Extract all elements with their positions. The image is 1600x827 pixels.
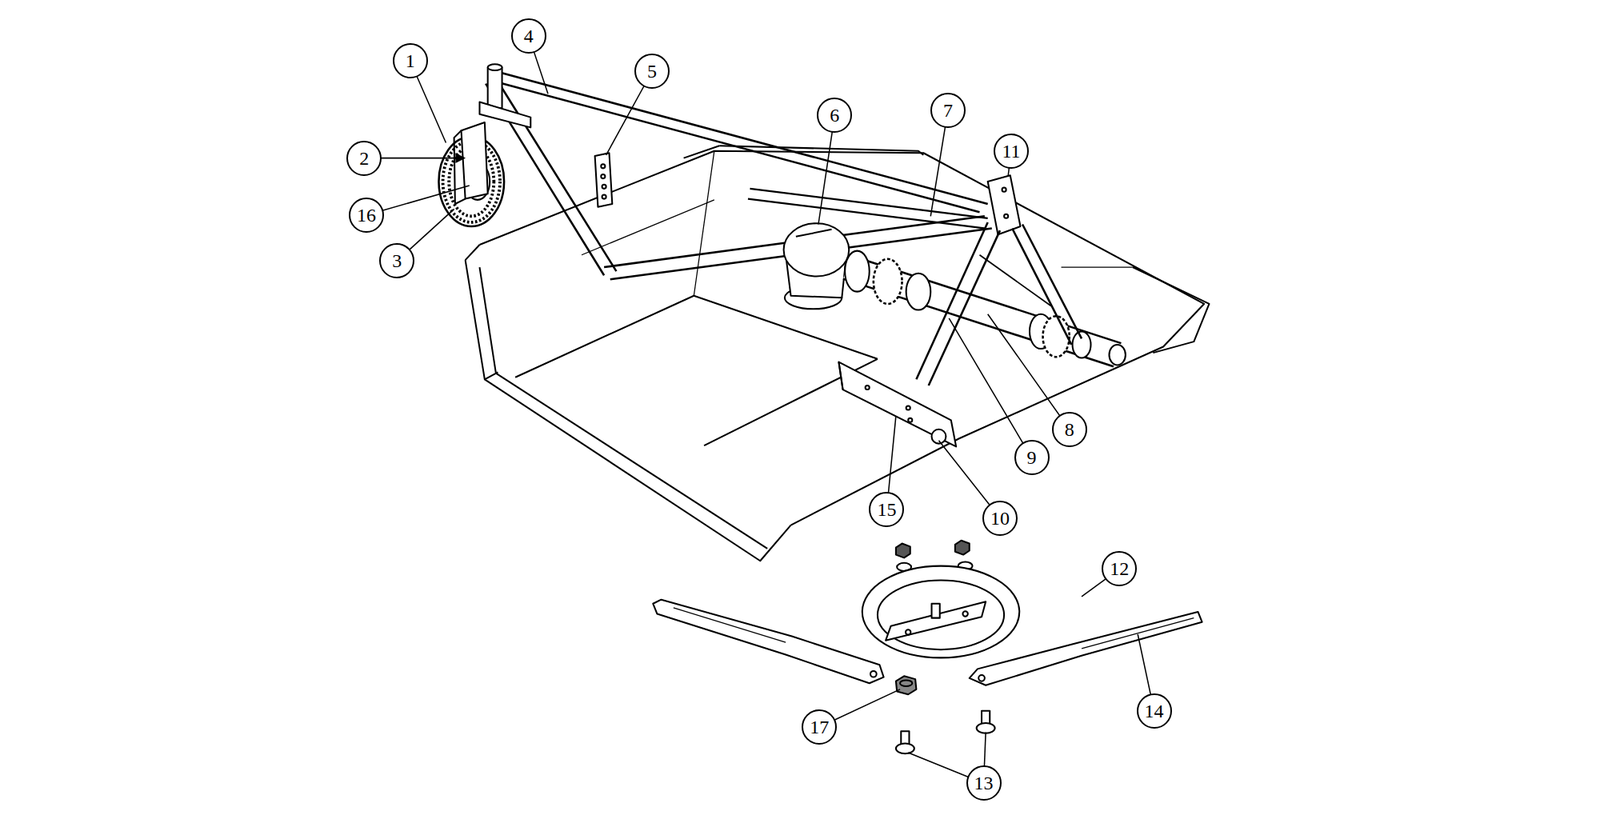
callout-number: 11 (993, 133, 1029, 169)
callout-number: 12 (1101, 551, 1137, 587)
callout-number: 16 (348, 197, 384, 233)
callout-number: 17 (801, 709, 837, 745)
callout-number: 10 (982, 500, 1018, 536)
callout-number: 9 (1014, 440, 1050, 476)
callout-number: 4 (511, 18, 547, 54)
callout-number: 5 (634, 53, 670, 89)
callout-number: 1 (392, 43, 428, 79)
callout-number: 2 (346, 140, 382, 176)
callout-number: 13 (966, 765, 1002, 801)
callout-number: 7 (930, 92, 966, 128)
callout-number: 8 (1052, 412, 1088, 448)
callout-number: 14 (1136, 693, 1172, 729)
callout-number: 6 (816, 97, 852, 133)
callout-number: 3 (379, 243, 415, 279)
callout-number: 15 (868, 492, 904, 528)
